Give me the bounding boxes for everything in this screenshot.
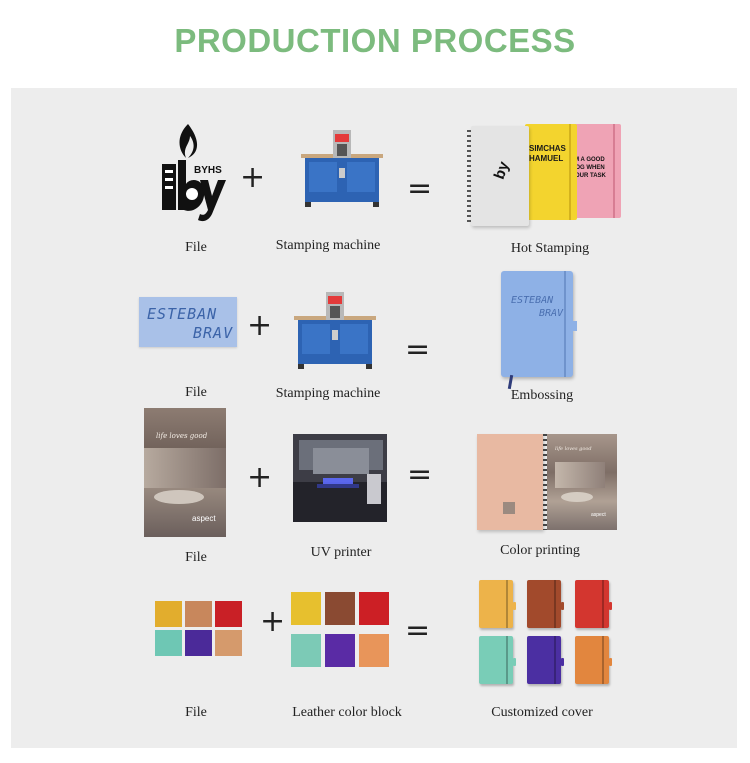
printed-script-text: life loves good (555, 446, 592, 452)
row3-result-label: Color printing (500, 543, 580, 558)
process-panel: BYHS + = I'M A GOOD DOG WHEN YOUR TASK S… (11, 88, 737, 748)
embossed-line2: BRAV (539, 308, 564, 319)
yellow-notebook: SIMCHAS HAMUEL (525, 124, 577, 220)
color-swatch-file-image (155, 601, 245, 657)
stamping-machine-icon (290, 290, 380, 370)
row1-result-label: Hot Stamping (510, 241, 590, 256)
stamping-machine-icon (297, 128, 387, 208)
equals-sign: = (405, 613, 431, 648)
plus-sign: + (247, 460, 273, 495)
leather-block (291, 592, 321, 625)
pink-notebook-text: I'M A GOOD DOG WHEN YOUR TASK (571, 157, 606, 179)
logo-text: BYHS (194, 165, 222, 176)
plus-sign: + (260, 604, 286, 639)
row3-tool-label: UV printer (310, 545, 372, 560)
color-swatch (185, 601, 212, 627)
equals-sign: = (407, 171, 433, 206)
leather-block (291, 634, 321, 667)
color-swatch (155, 630, 182, 656)
photo-file-image: life loves good aspect (144, 408, 226, 537)
row2-tool-label: Stamping machine (275, 386, 381, 401)
name-file-line2: BRAV (193, 324, 234, 342)
row2-file-label: File (185, 385, 207, 400)
row4-tool-label: Leather color block (292, 705, 402, 720)
cover-notebook (479, 580, 516, 628)
cover-notebook (527, 636, 564, 684)
printed-notebook-image: life loves good aspect (477, 434, 617, 530)
cover-notebook (479, 636, 516, 684)
color-swatch (155, 601, 182, 627)
leather-color-block-image (289, 592, 393, 678)
photo-brand-text: aspect (192, 514, 216, 523)
plus-sign: + (247, 308, 273, 343)
cover-notebook (527, 580, 564, 628)
customized-covers-image (477, 580, 617, 688)
row4-file-label: File (185, 705, 207, 720)
color-swatch (185, 630, 212, 656)
row1-file-label: File (185, 240, 207, 255)
equals-sign: = (407, 457, 433, 492)
hot-stamped-notebooks-image: I'M A GOOD DOG WHEN YOUR TASK SIMCHAS HA… (467, 124, 627, 228)
photo-script-text: life loves good (156, 432, 208, 440)
row3-file-label: File (185, 550, 207, 565)
yellow-notebook-text: SIMCHAS HAMUEL (529, 144, 566, 163)
printed-brand-text: aspect (591, 512, 606, 518)
row1-tool-label: Stamping machine (275, 238, 381, 253)
color-swatch (215, 630, 242, 656)
white-notebook: by (467, 126, 529, 226)
page-title: PRODUCTION PROCESS (174, 22, 576, 59)
row4-result-label: Customized cover (491, 705, 593, 720)
color-swatch (215, 601, 242, 627)
leather-block (359, 592, 389, 625)
plus-sign: + (240, 160, 266, 195)
leather-block (325, 634, 355, 667)
cover-notebook (575, 636, 612, 684)
row2-result-label: Embossing (510, 388, 574, 403)
embossed-notebook-image: ESTEBAN BRAV (501, 271, 577, 390)
name-file-line1: ESTEBAN (147, 305, 218, 323)
cover-notebook (575, 580, 612, 628)
name-file-image: ESTEBAN BRAV (139, 297, 237, 347)
leather-block (359, 634, 389, 667)
equals-sign: = (405, 332, 431, 367)
leather-block (325, 592, 355, 625)
logo-file-image: BYHS (156, 122, 228, 224)
uv-printer-icon (293, 434, 387, 522)
embossed-line1: ESTEBAN (511, 295, 554, 306)
